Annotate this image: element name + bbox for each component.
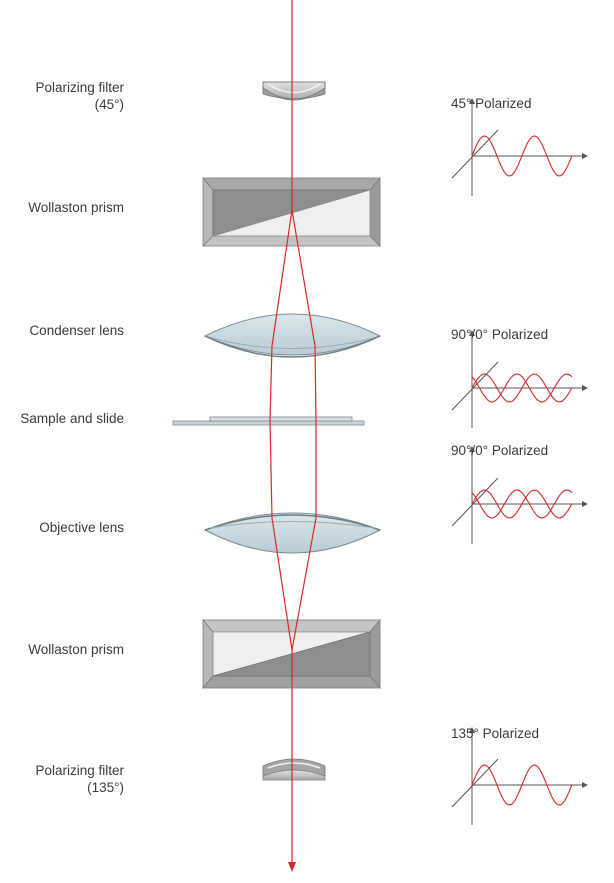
polarizing-filter-top	[262, 81, 326, 101]
axis-arrow	[469, 98, 475, 104]
polarization-title-90-0-upper: 90°/0° Polarized	[451, 327, 549, 342]
wave-component-a	[471, 373, 573, 403]
axis-diagonal	[451, 129, 499, 179]
polarization-graph	[451, 98, 588, 196]
label-line: Wollaston prism	[28, 200, 124, 215]
axis-arrow	[469, 446, 475, 452]
polarizing-filter-bottom	[262, 758, 326, 781]
label-polarizing-filter-45: Polarizing filter (45°)	[35, 79, 124, 113]
wave-polarized	[471, 764, 573, 806]
axis-arrow	[582, 153, 588, 159]
axis-arrow	[582, 782, 588, 788]
label-line: Objective lens	[39, 520, 124, 535]
label-line: Polarizing filter	[35, 80, 124, 95]
polarization-title-45: 45° Polarized	[451, 96, 532, 111]
label-wollaston-prism-bottom: Wollaston prism	[28, 641, 124, 658]
label-sample-slide: Sample and slide	[20, 410, 124, 427]
axis-diagonal	[451, 758, 499, 808]
label-line: Condenser lens	[29, 323, 124, 338]
wave-component-a	[471, 489, 573, 519]
label-line: (45°)	[94, 97, 124, 112]
axis-arrow	[582, 501, 588, 507]
beam-arrowhead	[288, 862, 296, 872]
wave-component-b	[471, 489, 573, 519]
axis-arrow	[469, 330, 475, 336]
axis-diagonal	[451, 361, 499, 411]
label-polarizing-filter-135: Polarizing filter (135°)	[35, 762, 124, 796]
wave-component-b	[471, 373, 573, 403]
polarization-title-90-0-lower: 90°/0° Polarized	[451, 443, 549, 458]
polarization-graphs	[451, 98, 588, 825]
label-objective-lens: Objective lens	[39, 519, 124, 536]
label-line: Polarizing filter	[35, 763, 124, 778]
polarization-graph	[451, 446, 588, 544]
wave-polarized	[471, 135, 573, 177]
polarization-title-135: 135° Polarized	[451, 726, 539, 741]
axis-diagonal	[451, 477, 499, 527]
label-line: Wollaston prism	[28, 642, 124, 657]
label-line: (135°)	[87, 780, 124, 795]
beam-ordinary	[269, 209, 293, 651]
polarization-graph	[451, 727, 588, 825]
sample-slide	[172, 416, 365, 426]
polarization-graph	[451, 330, 588, 428]
beam-extraordinary	[291, 209, 317, 651]
label-wollaston-prism-top: Wollaston prism	[28, 199, 124, 216]
label-line: Sample and slide	[20, 411, 124, 426]
beam-path	[269, 0, 317, 872]
objective-lens	[203, 512, 382, 554]
axis-arrow	[582, 385, 588, 391]
label-condenser-lens: Condenser lens	[29, 322, 124, 339]
axis-arrow	[469, 727, 475, 733]
condenser-lens	[203, 313, 382, 358]
